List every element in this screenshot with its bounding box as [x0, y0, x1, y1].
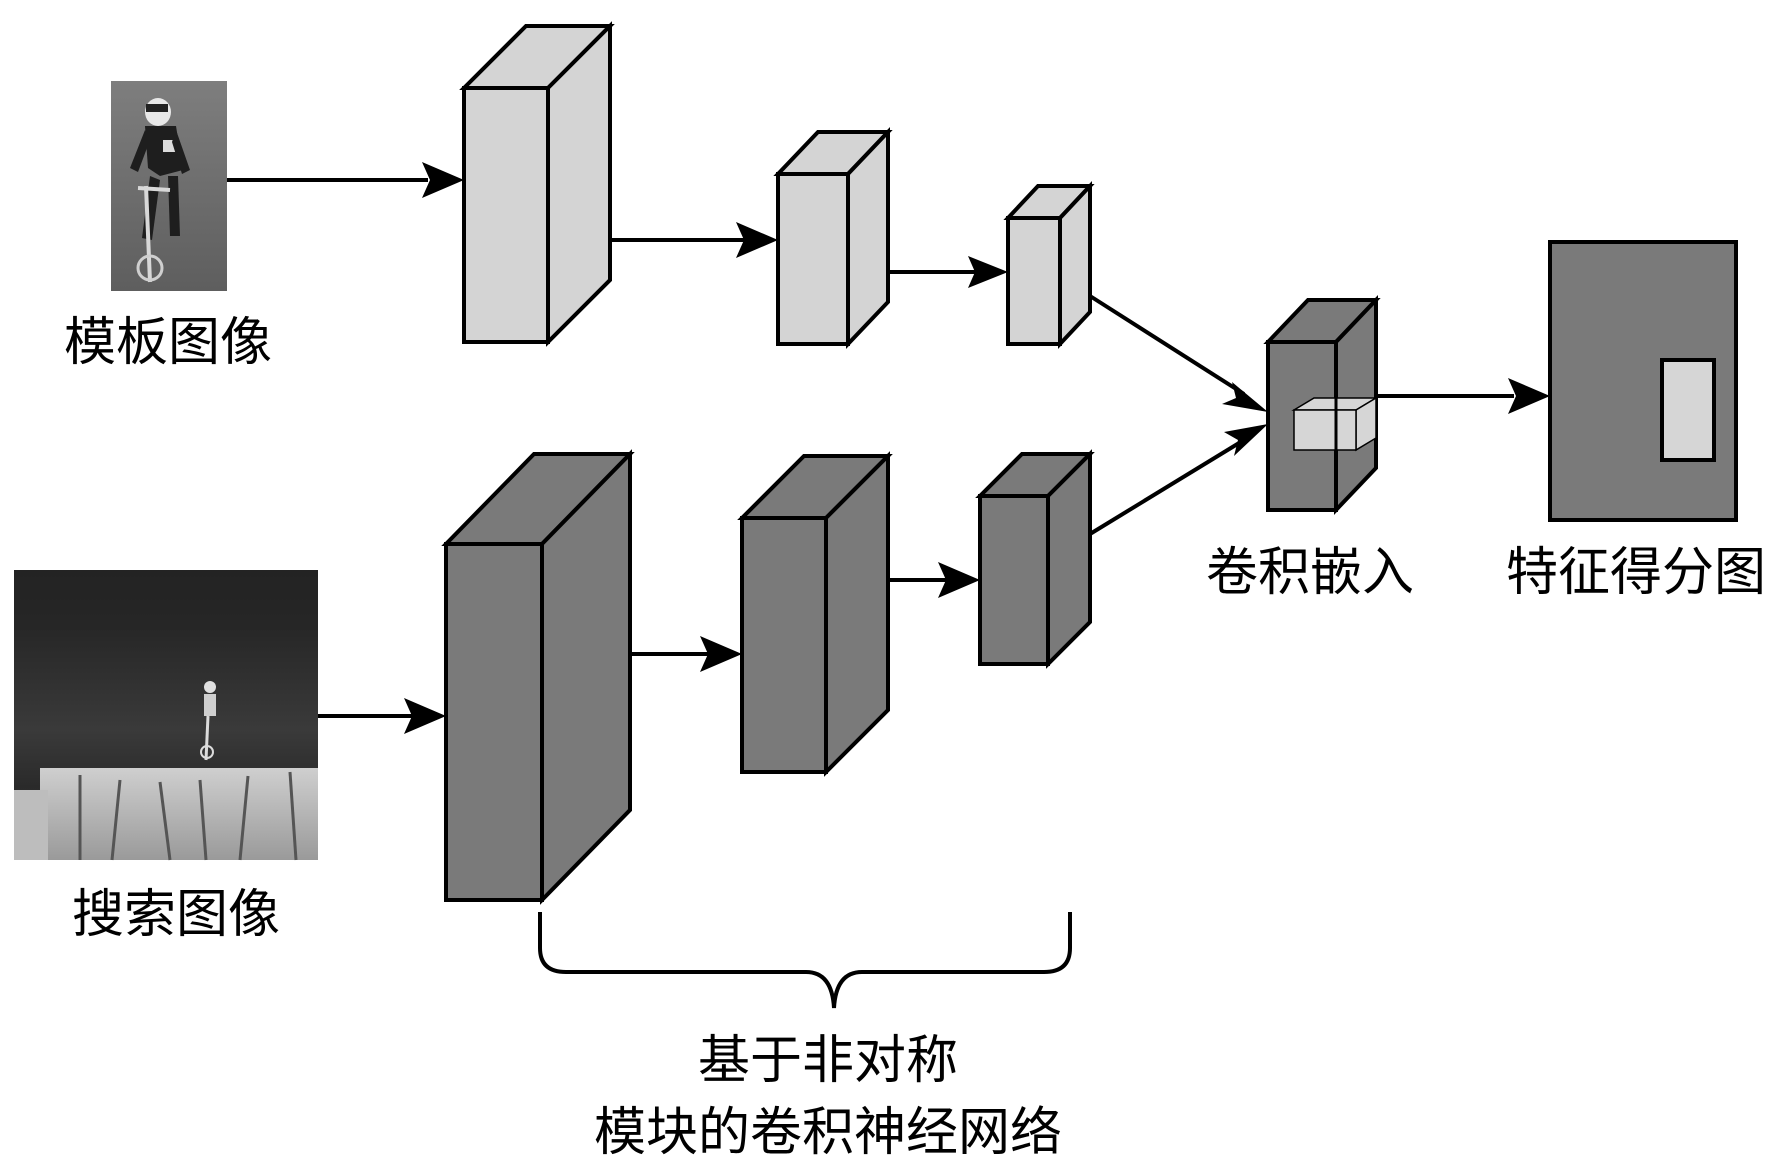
arrow-head — [1508, 378, 1550, 414]
network-brace — [538, 912, 1072, 1009]
network-label-line1: 基于非对称 — [698, 1031, 958, 1091]
search-rider-figure — [200, 681, 216, 761]
arrows — [227, 162, 1550, 734]
conv-embedding-label: 卷积嵌入 — [1206, 543, 1414, 603]
arrow-head — [1222, 382, 1268, 412]
score-map-label: 特征得分图 — [1506, 543, 1766, 603]
search-branch-block-2 — [737, 451, 893, 777]
template-branch-block-1 — [459, 21, 615, 347]
arrow-head — [700, 636, 742, 672]
arrow-head — [404, 698, 446, 734]
score-map-peak-region — [1660, 358, 1716, 462]
conv-embedding-block — [1263, 295, 1381, 515]
arrow-head — [736, 222, 778, 258]
bmx-rider-figure — [130, 98, 190, 283]
template-image — [111, 81, 227, 291]
search-branch-block-3 — [975, 449, 1095, 669]
template-image-label: 模板图像 — [64, 313, 272, 373]
arrow-head — [968, 256, 1008, 288]
search-image-label: 搜索图像 — [72, 885, 280, 945]
arrow-head — [422, 162, 464, 198]
arrow-head — [938, 562, 980, 598]
search-branch-block-1 — [441, 449, 635, 905]
search-image — [14, 570, 318, 861]
template-branch-block-3 — [1003, 180, 1095, 350]
network-label-line2: 模块的卷积神经网络 — [594, 1103, 1062, 1163]
feature-score-map — [1548, 240, 1738, 522]
template-branch-block-2 — [773, 127, 893, 349]
arrow-head — [1224, 424, 1268, 456]
